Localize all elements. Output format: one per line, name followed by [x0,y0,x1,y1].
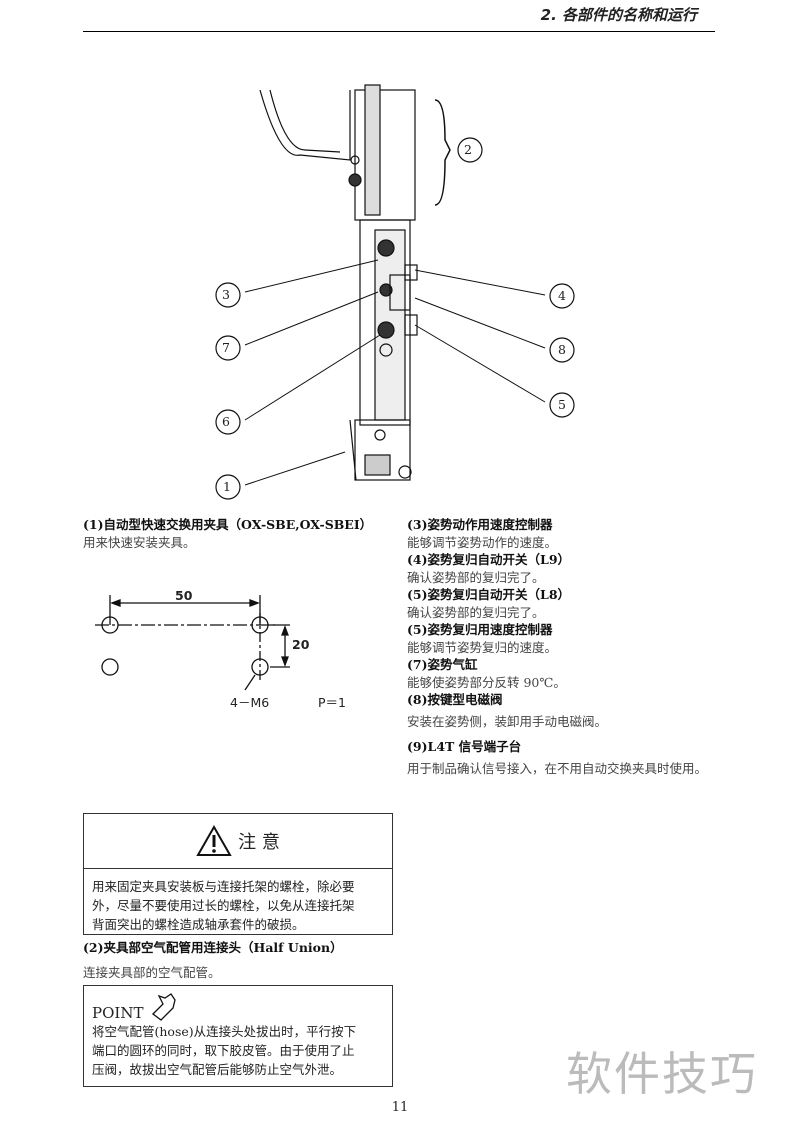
point-line: 将空气配管(hose)从连接头处拔出时，平行按下 [92,1024,357,1039]
item4-title: (4)姿势复归自动开关（L9） [407,552,571,567]
dim-height: 20 [292,637,310,652]
callout-1: 1 [223,479,231,494]
item2-desc: 连接夹具部的空气配管。 [83,965,221,980]
pointing-hand-icon [152,993,177,1021]
caution-box: 注 意 用来固定夹具安装板与连接托架的螺栓，除必要 外，尽量不要使用过长的螺栓，… [83,813,393,935]
item5b-desc: 能够调节姿势复归的速度。 [407,639,558,655]
warning-triangle-icon [196,825,232,856]
item8-desc: 安装在姿势侧，装卸用手动电磁阀。 [407,713,608,729]
mounting-dimension-diagram [95,595,290,691]
point-label: POINT [92,1004,144,1022]
item5b-title: (5)姿势复归用速度控制器 [407,622,553,637]
dim-thread-spec: 4－M6 [230,695,270,710]
callout-5: 5 [558,397,566,412]
item9-desc: 用于制品确认信号接入，在不用自动交换夹具时使用。 [407,760,708,776]
point-box: POINT 将空气配管(hose)从连接头处拔出时，平行按下 端口的圆环的同时，… [83,985,393,1087]
watermark: 软件技巧 [566,1047,758,1101]
caution-line: 外，尽量不要使用过长的螺栓，以免从连接托架 [92,898,355,913]
item5a-title: (5)姿势复归自动开关（L8） [407,587,571,602]
item3-desc: 能够调节姿势动作的速度。 [407,534,558,550]
parts-description-list: (3)姿势动作用速度控制器 能够调节姿势动作的速度。 (4)姿势复归自动开关（L… [407,516,707,777]
callout-7: 7 [222,340,230,355]
item4-desc: 确认姿势部的复归完了。 [407,569,545,585]
header-title: 2. 各部件的名称和运行 [540,6,697,24]
item1-desc: 用来快速安装夹具。 [83,535,196,550]
point-line: 压阀，故拔出空气配管后能够防止空气外泄。 [92,1062,343,1077]
item5a-desc: 确认姿势部的复归完了。 [407,604,545,620]
item9-title: (9)L4T 信号端子台 [407,739,522,754]
page-number: 11 [391,1100,409,1115]
dim-width: 50 [175,588,193,603]
item7-desc: 能够使姿势部分反转 90℃。 [407,674,566,690]
dim-pitch: P＝1 [318,695,346,710]
caution-title: 注 意 [238,832,280,853]
caution-line: 背面突出的螺栓造成轴承套件的破损。 [92,917,305,932]
item1-title: (1)自动型快速交换用夹具（OX-SBE,OX-SBEI） [83,517,373,532]
callout-2: 2 [464,142,472,157]
item7-title: (7)姿势气缸 [407,657,478,672]
callout-6: 6 [222,414,230,429]
robot-hand-drawing [215,84,575,500]
caution-line: 用来固定夹具安装板与连接托架的螺栓，除必要 [92,879,355,894]
header-rule [83,31,715,32]
callout-3: 3 [222,287,230,302]
item3-title: (3)姿势动作用速度控制器 [407,517,553,532]
item2-title: (2)夹具部空气配管用连接头（Half Union） [83,940,343,955]
item8-title: (8)按键型电磁阀 [407,692,503,707]
callout-8: 8 [558,342,566,357]
callout-4: 4 [558,288,566,303]
point-line: 端口的圆环的同时，取下胶皮管。由于使用了止 [92,1043,355,1058]
